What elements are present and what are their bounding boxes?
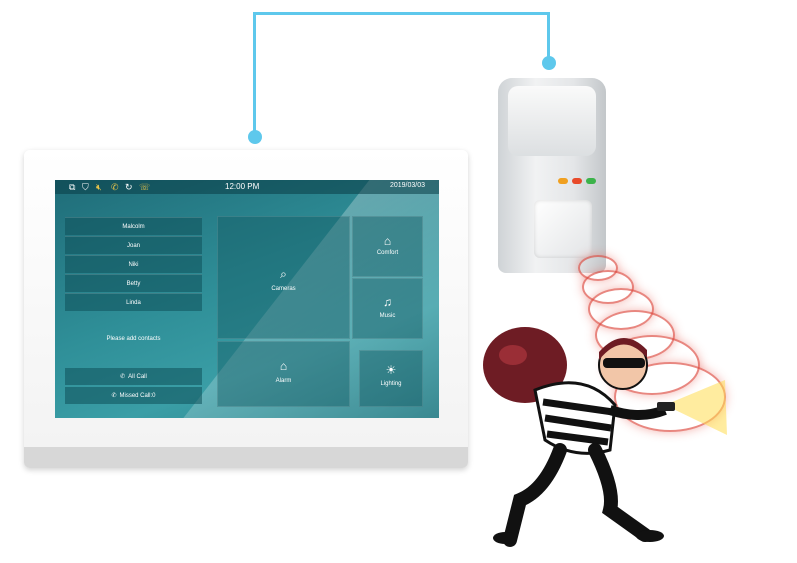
comfort-label: Comfort <box>376 250 399 256</box>
music-icon: ♫ <box>383 295 392 309</box>
alarm-home-icon: ⌂ <box>279 359 288 373</box>
redial-icon[interactable]: ↻ <box>125 182 133 192</box>
comfort-tile[interactable]: ⌂ Comfort <box>352 216 423 277</box>
burglar-legs <box>503 443 652 547</box>
music-label: Music <box>379 313 396 319</box>
contact-item[interactable]: Malcolm <box>65 217 202 235</box>
contact-item[interactable]: Betty <box>65 274 202 292</box>
connector-wire-left <box>253 12 256 137</box>
motion-sensor <box>498 78 606 273</box>
lightbulb-icon: ☀ <box>385 363 397 377</box>
all-call-label: All Call <box>128 373 147 380</box>
loot-sack <box>483 327 567 403</box>
phone-icon[interactable]: ✆ <box>111 182 119 192</box>
music-tile[interactable]: ♫ Music <box>352 278 423 339</box>
alarm-tile[interactable]: ⌂ Alarm <box>217 341 350 407</box>
connector-node-device <box>248 130 262 144</box>
eye-mask <box>603 358 645 368</box>
contact-item[interactable]: Niki <box>65 255 202 273</box>
alarm-label: Alarm <box>275 378 292 384</box>
shield-icon[interactable]: ⛉ <box>82 182 89 192</box>
flashlight <box>657 402 675 411</box>
missed-call-icon: ✆ <box>111 393 117 399</box>
connector-wire-top <box>253 12 550 15</box>
contacts-hint: Please add contacts <box>106 336 161 342</box>
contact-item[interactable]: Joan <box>65 236 202 254</box>
sensor-lens <box>534 200 592 258</box>
all-call-button[interactable]: ✆ All Call <box>65 368 202 385</box>
cameras-tile[interactable]: ⌕ Cameras <box>217 216 350 339</box>
cameras-label: Cameras <box>271 286 296 292</box>
speaker-mute-icon[interactable]: 🔇︎ <box>96 182 102 192</box>
lighting-label: Lighting <box>380 381 402 387</box>
status-bar: ⧉ ⛉ 🔇︎ ✆ ↻ ☏ 12:00 PM 2019/03/03 <box>55 180 439 194</box>
led-red <box>572 178 582 184</box>
connector-wire-right <box>547 12 550 64</box>
led-green <box>586 178 596 184</box>
lighting-tile[interactable]: ☀ Lighting <box>359 350 423 407</box>
clock: 12:00 PM <box>225 182 260 191</box>
led-orange <box>558 178 568 184</box>
sensor-housing <box>508 86 596 156</box>
device-bezel-bottom <box>24 447 468 468</box>
contact-item[interactable]: Linda <box>65 293 202 311</box>
call-icon[interactable]: ☏ <box>139 182 151 192</box>
home-icon: ⌂ <box>383 234 392 248</box>
monitor-screen: ⧉ ⛉ 🔇︎ ✆ ↻ ☏ 12:00 PM 2019/03/03 Malcolm… <box>55 180 439 418</box>
camera-icon: ⌕ <box>280 267 287 281</box>
date: 2019/03/03 <box>389 182 425 189</box>
phone-icon: ✆ <box>120 374 126 380</box>
connector-node-sensor <box>542 56 556 70</box>
missed-call-button[interactable]: ✆ Missed Call:0 <box>65 387 202 404</box>
burglar-illustration <box>483 327 727 547</box>
missed-call-label: Missed Call:0 <box>119 392 156 399</box>
copy-icon[interactable]: ⧉ <box>69 182 76 192</box>
flashlight-beam <box>665 380 727 435</box>
